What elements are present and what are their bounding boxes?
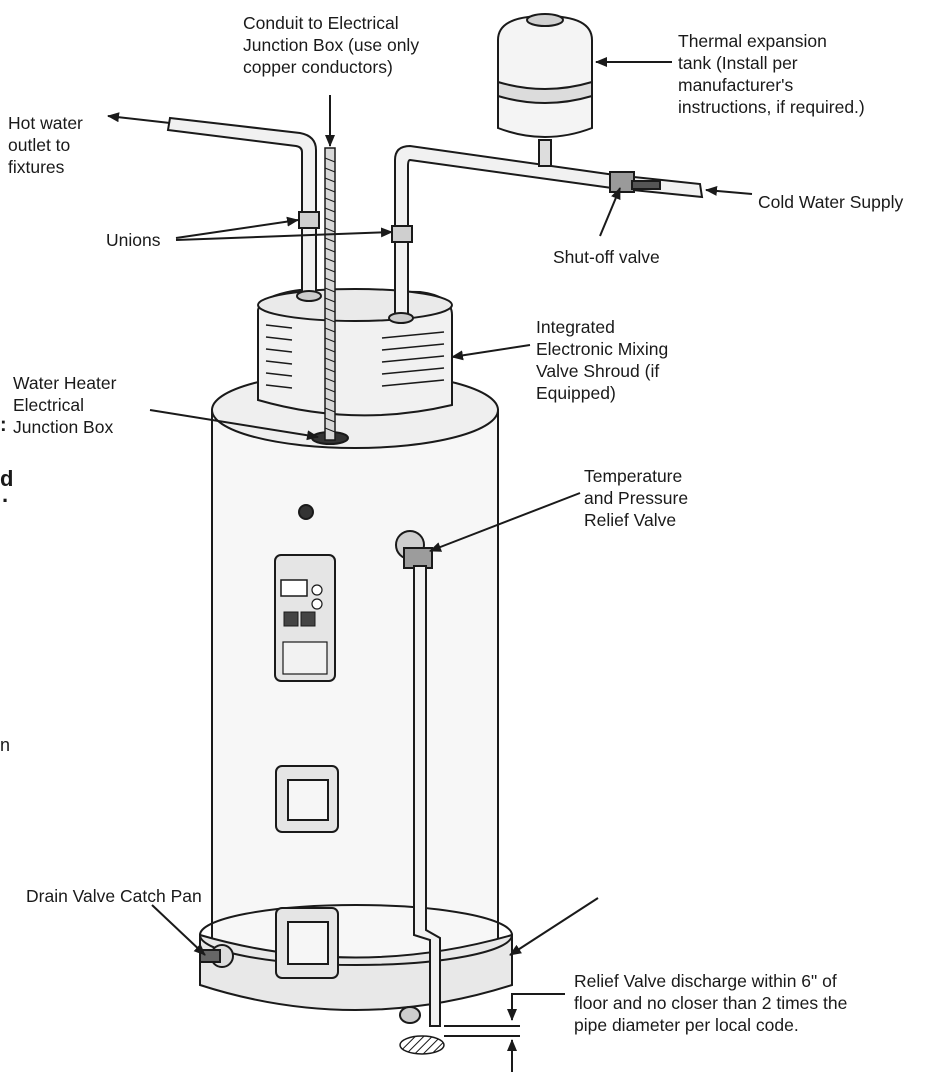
union-cold — [391, 225, 413, 243]
label-thermal-expansion-tank: Thermal expansion tank (Install per manu… — [678, 31, 865, 117]
floor-drain — [399, 1035, 445, 1055]
mixing-valve-shroud — [257, 288, 453, 417]
label-hot-water-outlet: Hot water outlet to fixtures — [8, 113, 83, 177]
thermal-expansion-tank — [497, 13, 593, 167]
edge-fragment-c: . — [2, 482, 9, 507]
leader-junction — [149, 409, 319, 441]
union-hot — [298, 211, 320, 229]
hot-water-pipe — [166, 116, 322, 302]
tank — [199, 371, 513, 1011]
control-panel — [274, 504, 336, 682]
leader-hot-water — [107, 112, 171, 124]
label-conduit: Conduit to Electrical Junction Box (use … — [243, 13, 420, 77]
edge-fragment-d: n — [0, 735, 11, 755]
shroud-vents — [265, 324, 445, 389]
tank-body — [211, 409, 499, 1004]
label-unions: Unions — [106, 230, 161, 250]
leader-shutoff — [599, 187, 621, 237]
conduit — [324, 147, 336, 441]
label-cold-water-supply: Cold Water Supply — [758, 192, 904, 212]
leader-unions-hot — [175, 216, 299, 239]
leader-unions-cold — [175, 227, 393, 241]
cold-water-pipe — [388, 144, 704, 324]
leader-discharge — [507, 993, 565, 1021]
label-drain-valve-catch-pan: Drain Valve Catch Pan — [26, 886, 202, 906]
indicator-knob — [298, 504, 314, 520]
label-tp-relief-valve: Temperature and Pressure Relief Valve — [584, 466, 689, 530]
access-panels — [275, 765, 339, 979]
label-shut-off-valve: Shut-off valve — [553, 247, 660, 267]
leader-cold-water — [705, 185, 753, 196]
leader-shroud — [451, 344, 531, 361]
edge-fragment-a: : — [0, 414, 7, 436]
discharge-pipe — [413, 565, 441, 1027]
leader-tp-valve — [429, 492, 581, 552]
leader-lines — [107, 57, 753, 1072]
edge-fragment-b: d — [0, 466, 14, 491]
label-mixing-valve-shroud: Integrated Electronic Mixing Valve Shrou… — [536, 317, 669, 403]
label-junction-box: Water Heater Electrical Junction Box — [13, 373, 117, 437]
leader-pan-edge — [509, 897, 599, 956]
shut-off-valve — [609, 171, 635, 193]
tank-base-top — [199, 904, 513, 966]
label-relief-discharge: Relief Valve discharge within 6" of floo… — [574, 971, 848, 1035]
leader-drain-pan — [151, 904, 206, 956]
shroud-top — [257, 288, 453, 322]
tp-relief-valve — [395, 530, 441, 1027]
